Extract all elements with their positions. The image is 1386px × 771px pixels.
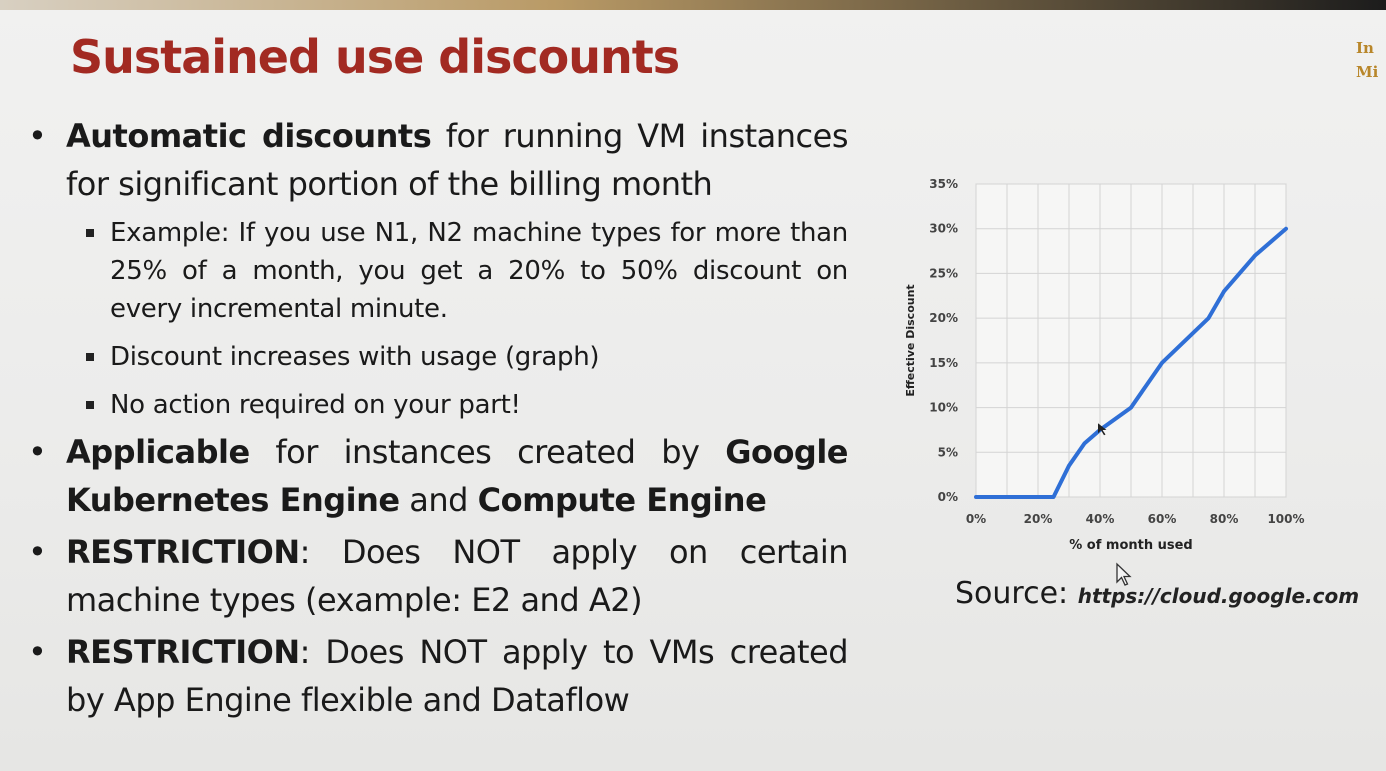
- chart-svg: 0% 5% 10% 15% 20% 25% 30% 35% 0% 20% 40% 60% 80% 100%…: [904, 177, 1305, 553]
- y-axis-title: Effective Discount: [904, 284, 917, 396]
- sub-bullet-item: Discount increases with usage (graph): [28, 338, 848, 376]
- y-tick-label: 25%: [929, 266, 958, 280]
- bullet-text-run: for instances created by: [249, 433, 726, 471]
- x-tick-label: 20%: [1024, 512, 1053, 526]
- x-tick-label: 80%: [1210, 512, 1239, 526]
- y-tick-label: 35%: [929, 177, 958, 191]
- top-accent-bar: [0, 0, 1386, 10]
- logo-text-top: In: [1356, 39, 1374, 57]
- bullet-text-run: and: [399, 481, 478, 519]
- x-tick-label: 100%: [1267, 512, 1304, 526]
- y-tick-label: 5%: [938, 445, 958, 459]
- y-tick-label: 0%: [938, 490, 958, 504]
- bullet-item: RESTRICTION: Does NOT apply to VMs creat…: [28, 628, 849, 724]
- x-tick-label: 0%: [966, 512, 986, 526]
- bullet-text-run: for running VM instances for significant…: [66, 117, 849, 203]
- bullet-text-run: Applicable: [66, 433, 250, 471]
- bullet-text-run: : Does NOT apply to VMs created by App E…: [66, 633, 849, 719]
- sub-bullet-item: No action required on your part!: [28, 386, 848, 424]
- bullet-text-run: Automatic discounts: [66, 117, 432, 155]
- y-tick-label: 15%: [929, 356, 958, 370]
- y-tick-label: 10%: [929, 401, 958, 415]
- bullet-text-run: RESTRICTION: [66, 533, 300, 571]
- bullet-text-run: Compute Engine: [477, 481, 767, 519]
- bullet-item: Applicable for instances created by Goog…: [28, 428, 849, 524]
- source-url[interactable]: https://cloud.google.com: [1077, 584, 1360, 608]
- bullet-text-run: RESTRICTION: [66, 633, 300, 671]
- corner-logo: In Mi: [1356, 36, 1386, 86]
- bullet-item: RESTRICTION: Does NOT apply on certain m…: [28, 528, 849, 624]
- x-tick-label: 40%: [1086, 512, 1115, 526]
- x-tick-label: 60%: [1148, 512, 1177, 526]
- bullet-item: Automatic discounts for running VM insta…: [28, 112, 849, 208]
- y-tick-label: 30%: [929, 222, 958, 236]
- source-label: Source:: [955, 576, 1069, 611]
- discount-chart: 0% 5% 10% 15% 20% 25% 30% 35% 0% 20% 40% 60% 80% 100%…: [900, 170, 1330, 565]
- bullet-list: Automatic discounts for running VM insta…: [28, 112, 849, 724]
- source-citation: Source: https://cloud.google.com: [955, 576, 1359, 611]
- x-axis-title: % of month used: [1069, 538, 1193, 553]
- slide-title: Sustained use discounts: [70, 30, 680, 84]
- bullet-text-run: : Does NOT apply on certain machine type…: [66, 533, 849, 619]
- logo-text-bottom: Mi: [1356, 63, 1379, 81]
- bullet-text-run: Google Kubernetes Engine: [66, 433, 849, 519]
- y-tick-label: 20%: [929, 311, 958, 325]
- sub-bullet-item: Example: If you use N1, N2 machine types…: [28, 214, 848, 328]
- mouse-pointer-icon: [1116, 562, 1132, 586]
- arrow-cursor-icon: [1098, 423, 1107, 436]
